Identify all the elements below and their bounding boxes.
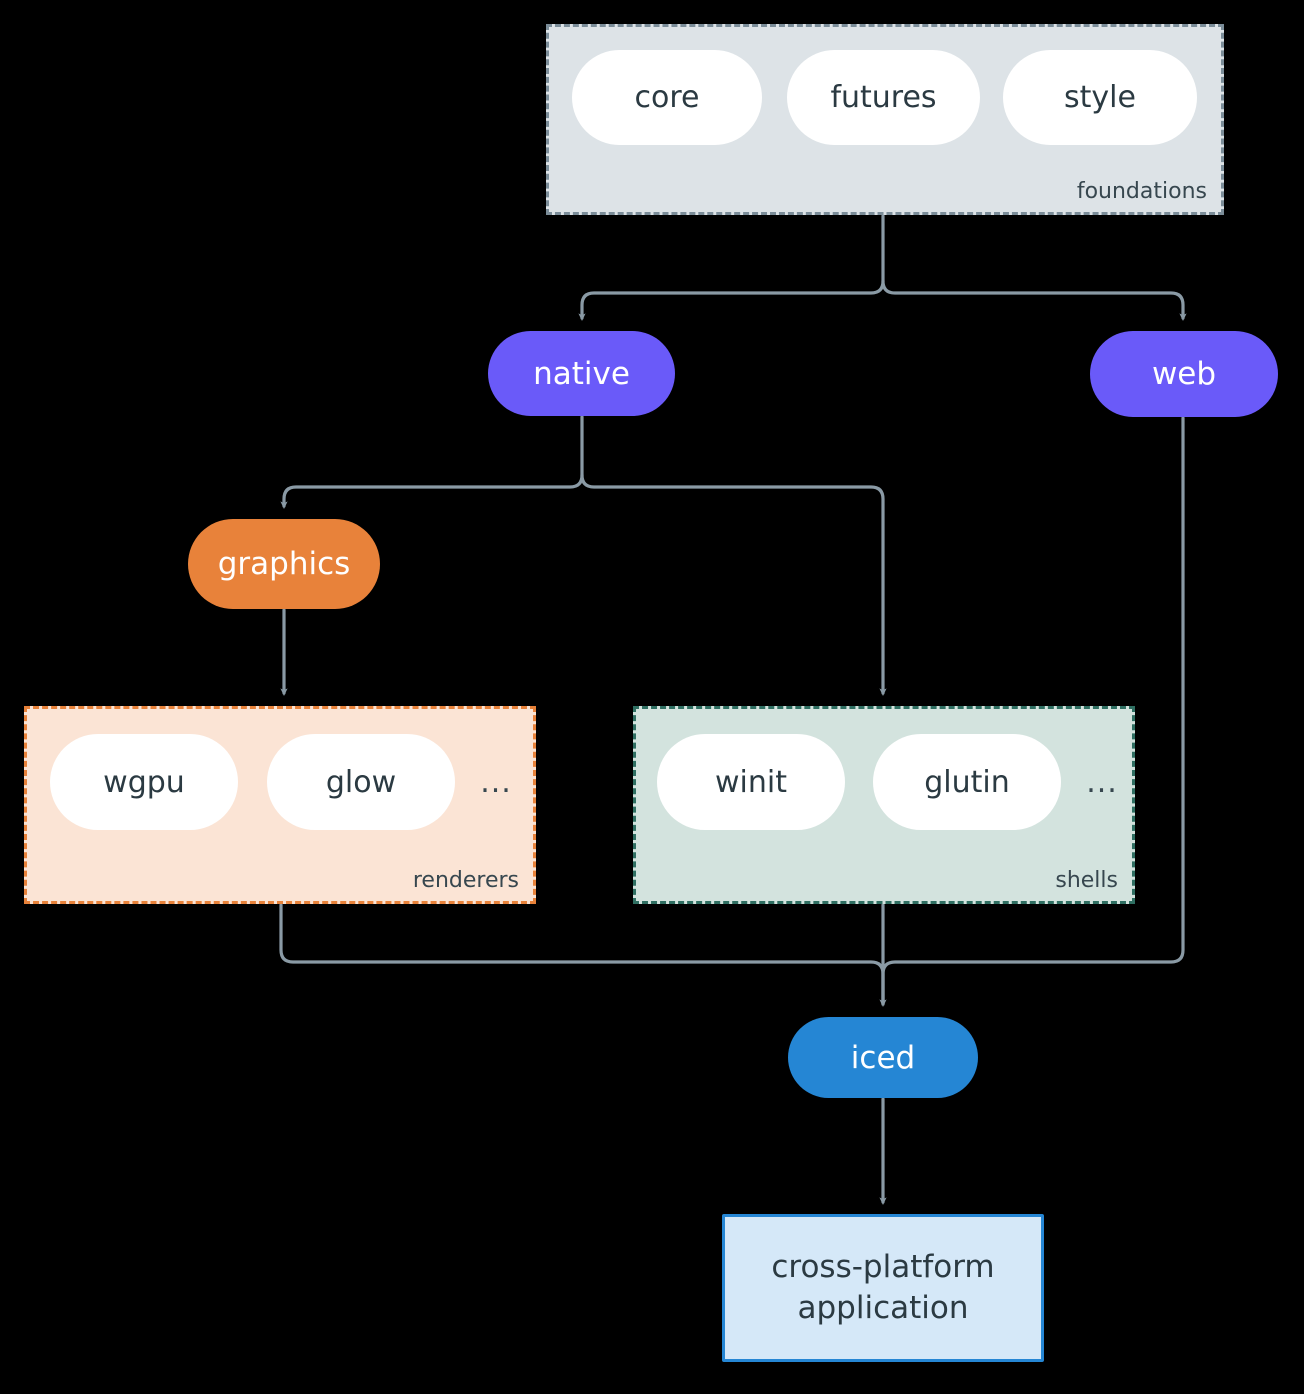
- leaf-futures[interactable]: futures: [787, 50, 980, 145]
- cluster-label-renderers: renderers: [412, 868, 519, 893]
- renderers-ellipsis: ...: [470, 734, 522, 830]
- node-iced[interactable]: iced: [788, 1017, 978, 1098]
- shells-ellipsis: ...: [1077, 734, 1127, 830]
- edge-native-to-graphics: [280, 415, 584, 510]
- leaf-label-glutin: glutin: [924, 764, 1010, 800]
- node-label-iced: iced: [850, 1039, 916, 1076]
- node-graphics[interactable]: graphics: [188, 519, 380, 609]
- leaf-glutin[interactable]: glutin: [873, 734, 1061, 830]
- renderers-ellipsis-label: ...: [480, 764, 512, 800]
- cluster-label-foundations: foundations: [1076, 179, 1207, 204]
- leaf-style[interactable]: style: [1003, 50, 1197, 145]
- edge-foundations-to-web: [881, 279, 1187, 322]
- node-label-native: native: [533, 355, 630, 392]
- edge-foundations-to-native: [578, 214, 885, 322]
- leaf-core[interactable]: core: [572, 50, 762, 145]
- leaf-glow[interactable]: glow: [267, 734, 455, 830]
- node-label-graphics: graphics: [217, 546, 351, 582]
- node-web[interactable]: web: [1090, 331, 1278, 417]
- edge-renderers-to-iced: [279, 903, 887, 1008]
- edge-native-to-shells: [580, 473, 887, 697]
- leaf-winit[interactable]: winit: [657, 734, 845, 830]
- node-cross-platform-application[interactable]: cross-platform application: [722, 1214, 1044, 1362]
- leaf-label-glow: glow: [325, 764, 397, 800]
- application-line-2: application: [797, 1290, 969, 1326]
- shells-ellipsis-label: ...: [1086, 764, 1118, 800]
- leaf-label-wgpu: wgpu: [103, 764, 185, 800]
- node-native[interactable]: native: [488, 331, 675, 416]
- leaf-wgpu[interactable]: wgpu: [50, 734, 238, 830]
- application-line-1: cross-platform: [771, 1249, 995, 1286]
- leaf-label-style: style: [1064, 80, 1136, 115]
- leaf-label-core: core: [634, 80, 700, 115]
- leaf-label-futures: futures: [830, 80, 937, 115]
- cluster-label-shells: shells: [1055, 868, 1118, 893]
- leaf-label-winit: winit: [715, 764, 787, 800]
- node-label-web: web: [1151, 356, 1217, 392]
